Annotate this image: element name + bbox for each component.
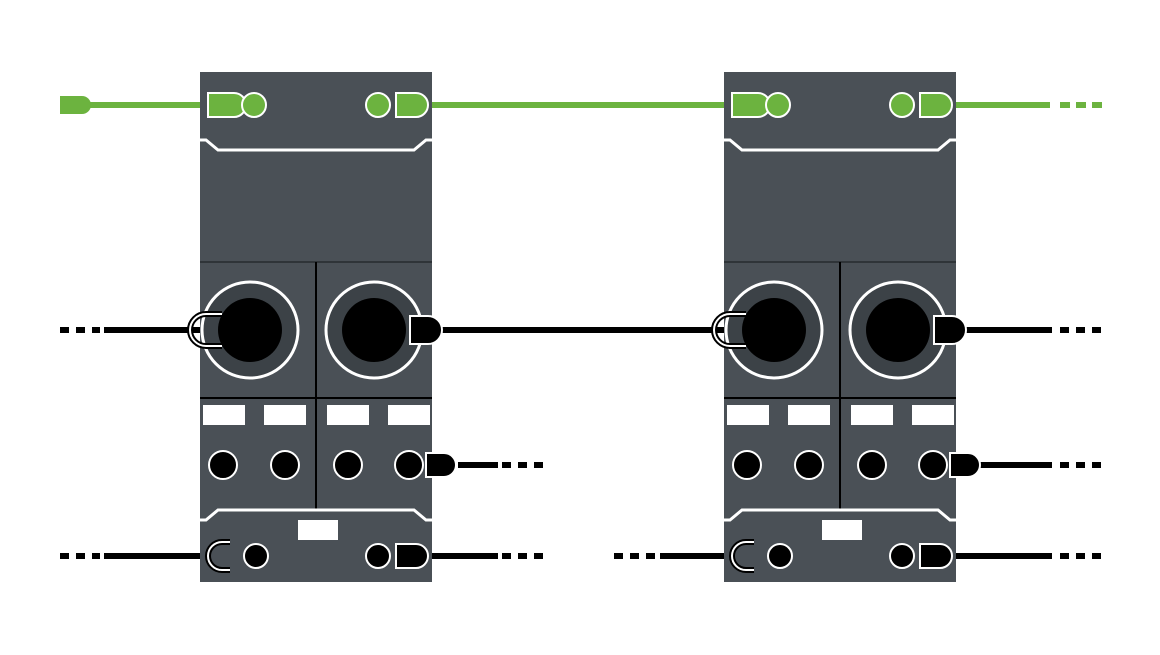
power-port-right[interactable]	[324, 280, 443, 380]
aux-out-connector[interactable]	[889, 543, 953, 569]
bus-plug-start	[60, 96, 91, 114]
aux-out-connector[interactable]	[365, 543, 429, 569]
io-port-4[interactable]	[394, 450, 424, 480]
label-plate-3	[851, 405, 893, 425]
label-plate-1	[203, 405, 245, 425]
aux-in-connector[interactable]	[729, 539, 793, 573]
io-port-1[interactable]	[732, 450, 762, 480]
io-port-2[interactable]	[270, 450, 300, 480]
io-plug	[425, 452, 457, 478]
power-port-right[interactable]	[848, 280, 967, 380]
cables	[60, 96, 1102, 559]
bottom-label-plate	[822, 520, 862, 540]
io-port-3[interactable]	[333, 450, 363, 480]
label-plate-3	[327, 405, 369, 425]
label-plate-2	[264, 405, 306, 425]
pin-plug-right	[933, 315, 967, 345]
io-plug	[949, 452, 981, 478]
io-port-4[interactable]	[918, 450, 948, 480]
bus-out-connector[interactable]	[365, 92, 429, 118]
io-port-2[interactable]	[794, 450, 824, 480]
bus-in-connector[interactable]	[731, 92, 791, 118]
aux-in-connector[interactable]	[205, 539, 269, 573]
bus-in-connector[interactable]	[207, 92, 267, 118]
module-2	[711, 72, 981, 582]
label-plate-2	[788, 405, 830, 425]
module-1	[187, 72, 457, 582]
label-plate-1	[727, 405, 769, 425]
io-port-1[interactable]	[208, 450, 238, 480]
label-plate-4	[388, 405, 430, 425]
bus-out-connector[interactable]	[889, 92, 953, 118]
bus-line	[60, 96, 1102, 114]
label-plate-4	[912, 405, 954, 425]
power-port-left[interactable]	[711, 280, 824, 380]
bottom-label-plate	[298, 520, 338, 540]
pin-plug-right	[409, 315, 443, 345]
power-port-left[interactable]	[187, 280, 300, 380]
io-port-3[interactable]	[857, 450, 887, 480]
